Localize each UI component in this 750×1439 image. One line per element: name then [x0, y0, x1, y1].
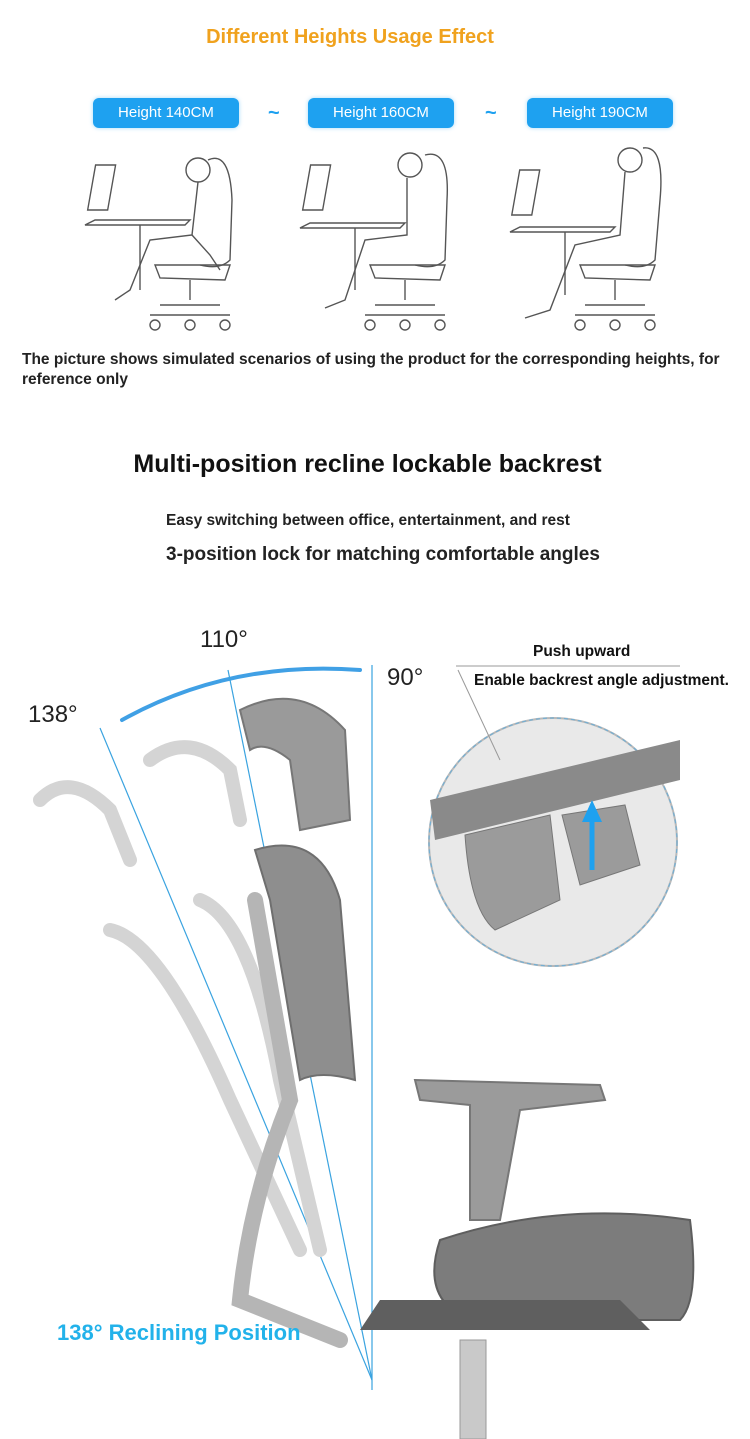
chair-recline-illustration	[33, 665, 695, 1439]
section-subtitle-1: Easy switching between office, entertain…	[166, 512, 570, 529]
sketch-person-140	[84, 157, 233, 331]
recline-position-label: 138° Reclining Position	[57, 1320, 301, 1345]
section-title-heights: Different Heights Usage Effect	[206, 26, 494, 48]
separator-tilde: ~	[485, 102, 497, 124]
height-badge-140: Height 140CM	[93, 98, 239, 128]
callout-enable-adjustment: Enable backrest angle adjustment.	[474, 672, 729, 689]
section-subtitle-2: 3-position lock for matching comfortable…	[166, 544, 600, 565]
sketch-person-190	[509, 147, 662, 331]
sketch-person-160	[299, 152, 449, 331]
disclaimer-note: The picture shows simulated scenarios of…	[22, 351, 720, 388]
angle-label-90: 90°	[387, 664, 424, 691]
angle-label-138: 138°	[28, 701, 78, 728]
separator-tilde: ~	[268, 102, 280, 124]
section-title-recline: Multi-position recline lockable backrest	[133, 450, 602, 478]
angle-label-110: 110°	[200, 626, 248, 653]
callout-push-upward: Push upward	[533, 643, 631, 660]
height-badge-160: Height 160CM	[308, 98, 454, 128]
height-badge-190: Height 190CM	[527, 98, 673, 128]
